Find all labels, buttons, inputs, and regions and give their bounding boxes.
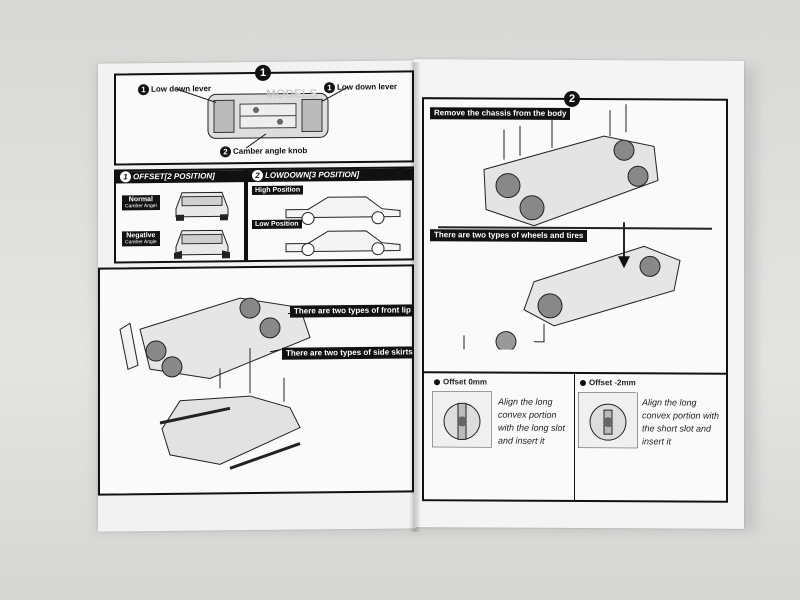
- car-side-views: [285, 196, 401, 256]
- offset-0-heading: Offset 0mm: [434, 377, 487, 387]
- exploded-body-diagram: [119, 297, 331, 470]
- svg-text:MODELS: MODELS: [266, 86, 317, 101]
- chassis-top-view: MODELS: [175, 86, 349, 149]
- offset-2-wheel-detail: [578, 391, 638, 449]
- side-skirts-label: There are two types of side skirts: [282, 346, 417, 360]
- offset-column-divider: [574, 371, 575, 500]
- front-lip-label: There are two types of front lip: [290, 304, 415, 318]
- body-parts-panel: There are two types of front lip There a…: [98, 264, 417, 496]
- offset-2-heading: Offset -2mm: [580, 378, 636, 387]
- car-front-views: [174, 191, 230, 259]
- step2-panel: 2 Remove the chassis from the body There…: [422, 90, 728, 503]
- offset-2-note: Align the long convex portion with the s…: [642, 397, 720, 447]
- offset-divider: [424, 371, 726, 375]
- offset-0-note: Align the long convex portion with the l…: [498, 396, 566, 446]
- booklet-spine: [409, 62, 421, 532]
- chassis-removal-diagram: [438, 104, 712, 351]
- offset-0-wheel-detail: [432, 391, 492, 448]
- right-page: 2 Remove the chassis from the body There…: [414, 59, 744, 529]
- wheels-tires-label: There are two types of wheels and tires: [430, 229, 588, 243]
